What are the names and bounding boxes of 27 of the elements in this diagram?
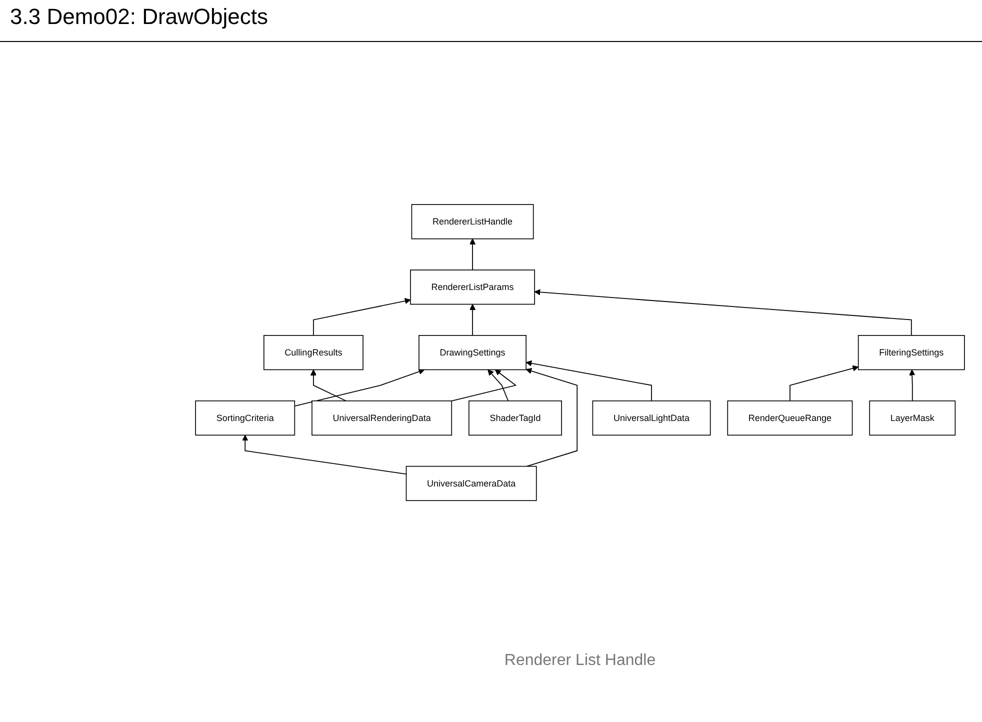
node-box: CullingResults (263, 334, 364, 370)
node-box: ShaderTagId (468, 400, 562, 436)
arrow (909, 369, 916, 402)
node-box: UniversalCameraData (406, 466, 537, 501)
arrow (790, 365, 859, 402)
arrow (526, 368, 578, 467)
node-box: DrawingSettings (418, 334, 526, 370)
arrow (469, 304, 476, 336)
node-box: LayerMask (869, 400, 956, 436)
node-box: UniversalLightData (592, 400, 711, 436)
arrow (242, 434, 407, 474)
arrow (310, 369, 346, 402)
node-box: RenderQueueRange (727, 400, 853, 436)
arrow (313, 298, 411, 336)
arrow (294, 368, 425, 406)
node-box: RendererListParams (410, 269, 535, 305)
arrow (526, 360, 652, 402)
node-box: SortingCriteria (195, 400, 296, 436)
arrow (534, 289, 912, 336)
node-box: FilteringSettings (858, 334, 965, 370)
node-box: UniversalRenderingData (312, 400, 452, 436)
node-box: RendererListHandle (411, 204, 534, 240)
arrow (451, 369, 517, 402)
diagram-caption: Renderer List Handle (503, 652, 657, 670)
arrow (469, 238, 476, 270)
arrow (488, 369, 509, 402)
slide-title: 3.3 Demo02: DrawObjects (10, 4, 268, 30)
